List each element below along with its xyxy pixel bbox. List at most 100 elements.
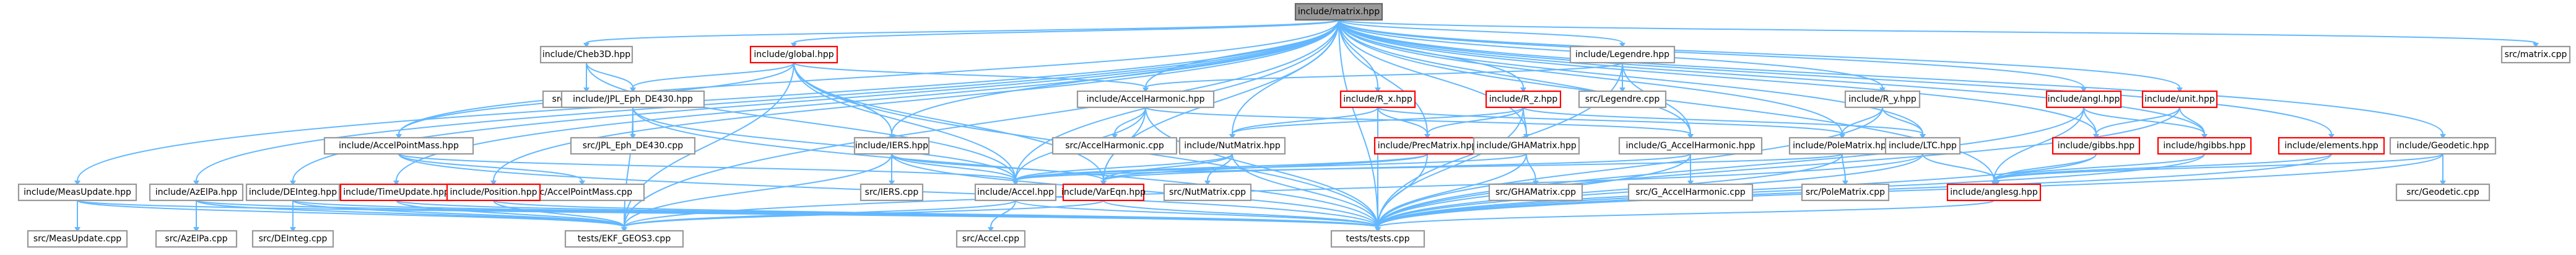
node-measupd-cpp[interactable]: src/MeasUpdate.cpp [27, 230, 128, 248]
node-accelharm-h[interactable]: include/AccelHarmonic.hpp [1076, 90, 1215, 109]
node-box [1801, 183, 1890, 202]
edge-arrowhead [1619, 87, 1625, 92]
node-label: include/IERS.hpp [855, 141, 928, 151]
edge-arrowhead [2440, 134, 2446, 139]
node-elements-h[interactable]: include/elements.hpp [2278, 136, 2385, 155]
edge-accelharm_h-to-accelharm_cpp [1114, 107, 1146, 135]
node-deinteg-cpp[interactable]: src/DEInteg.cpp [251, 230, 334, 248]
node-gaccel-h[interactable]: include/G_AccelHarmonic.hpp [1618, 136, 1763, 155]
node-accelpm-h[interactable]: include/AccelPointMass.hpp [323, 136, 474, 155]
edge-arrowhead [889, 134, 895, 139]
edge-geodetic_h-to-anglesg_h [1993, 153, 2443, 181]
edge-matrix_h-to-ltc_h [1338, 19, 1923, 135]
node-jpl-h[interactable]: include/JPL_Eph_DE430.hpp [560, 90, 705, 109]
edge-arrowhead [1523, 134, 1530, 139]
node-tests-cpp[interactable]: tests/tests.cpp [1330, 230, 1425, 248]
node-prec-h[interactable]: include/PrecMatrix.hpp [1373, 136, 1481, 155]
node-matrix-h[interactable]: include/matrix.hpp [1294, 2, 1383, 21]
node-legendre-h[interactable]: include/Legendre.hpp [1569, 45, 1676, 64]
edge-arrowhead [583, 43, 590, 48]
node-pole-h[interactable]: include/PoleMatrix.hpp [1788, 136, 1896, 155]
node-global-h[interactable]: include/global.hpp [749, 45, 838, 64]
node-label: src/G_AccelHarmonic.cpp [1635, 187, 1746, 197]
node-azelpa-cpp[interactable]: src/AzElPa.cpp [155, 230, 238, 248]
node-iers-h[interactable]: include/IERS.hpp [853, 136, 930, 155]
node-box [2141, 90, 2218, 109]
node-accel-cpp[interactable]: src/Accel.cpp [955, 230, 1026, 248]
node-nut-h[interactable]: include/NutMatrix.hpp [1178, 136, 1286, 155]
node-ry-h[interactable]: include/R_y.hpp [1844, 90, 1921, 109]
edge-arrowhead [630, 134, 636, 139]
node-gha-h[interactable]: include/GHAMatrix.hpp [1473, 136, 1580, 155]
node-geodetic-cpp[interactable]: src/Geodetic.cpp [2395, 183, 2491, 202]
edge-matrix_h-to-ekf_cpp [624, 19, 1339, 228]
node-box [1844, 90, 1921, 109]
node-accel-h[interactable]: include/Accel.hpp [974, 183, 1057, 202]
node-box [539, 45, 633, 64]
edge-arrowhead [630, 87, 636, 92]
node-box [1373, 136, 1481, 155]
node-ltc-h[interactable]: include/LTC.hpp [1884, 136, 1961, 155]
node-label: src/PoleMatrix.cpp [1806, 187, 1885, 197]
node-box [339, 183, 453, 202]
edge-iers_h-to-accel_h [891, 153, 1016, 181]
edge-arrowhead [1375, 87, 1381, 92]
node-anglesg-h[interactable]: include/anglesg.hpp [1946, 183, 2042, 202]
node-deinteg-h[interactable]: include/DEInteg.hpp [245, 183, 341, 202]
node-unit-h[interactable]: include/unit.hpp [2141, 90, 2218, 109]
node-iers-cpp[interactable]: src/IERS.cpp [859, 183, 924, 202]
node-pole-cpp[interactable]: src/PoleMatrix.cpp [1801, 183, 1890, 202]
node-label: include/unit.hpp [2144, 94, 2215, 104]
edge-nut_h-to-nut_cpp [1207, 153, 1233, 181]
node-legendre-cpp[interactable]: src/Legendre.cpp [1578, 90, 1667, 109]
edge-arrowhead [889, 181, 895, 186]
node-azelpa-h[interactable]: include/AzElPa.hpp [149, 183, 244, 202]
node-hgibbs-h[interactable]: include/hgibbs.hpp [2157, 136, 2252, 155]
node-rx-h[interactable]: include/R_x.hpp [1339, 90, 1416, 109]
node-box [1473, 136, 1580, 155]
node-vareqn-h[interactable]: include/VarEqn.hpp [1061, 183, 1146, 202]
node-timeupd-h[interactable]: include/TimeUpdate.hpp [339, 183, 453, 202]
node-label: include/Legendre.hpp [1575, 50, 1669, 60]
node-position-h[interactable]: include/Position.hpp [446, 183, 541, 202]
node-label: include/PoleMatrix.hpp [1793, 141, 1892, 151]
node-accelharm-cpp[interactable]: src/AccelHarmonic.cpp [1051, 136, 1178, 155]
node-box [1051, 136, 1178, 155]
node-gibbs-h[interactable]: include/gibbs.hpp [2052, 136, 2141, 155]
node-label: include/gibbs.hpp [2058, 141, 2134, 151]
node-matrix-cpp[interactable]: src/matrix.cpp [2500, 45, 2571, 64]
edge-matrix_h-to-cheb3d_h [586, 19, 1339, 43]
edge-arrowhead [2533, 43, 2539, 48]
node-label: include/angl.hpp [2048, 94, 2120, 104]
node-box [570, 136, 696, 155]
node-label: include/Cheb3D.hpp [542, 50, 630, 60]
node-box [2278, 136, 2385, 155]
node-ekf-cpp[interactable]: tests/EKF_GEOS3.cpp [564, 230, 684, 248]
edge-accelpm_h-to-accel_h [398, 153, 1016, 181]
node-label: include/hgibbs.hpp [2163, 141, 2245, 151]
node-gaccel-cpp[interactable]: src/G_AccelHarmonic.cpp [1627, 183, 1754, 202]
node-measupd-h[interactable]: include/MeasUpdate.hpp [17, 183, 137, 202]
node-gha-cpp[interactable]: src/GHAMatrix.cpp [1488, 183, 1583, 202]
node-label: include/JPL_Eph_DE430.hpp [573, 94, 693, 104]
edge-matrix_h-to-geodetic_h [1338, 19, 2443, 135]
edge-iers_h-to-ekf_cpp [624, 153, 892, 228]
node-box [1062, 183, 1145, 202]
edge-arrowhead [579, 181, 585, 186]
edge-rx_h-to-nut_h [1232, 107, 1378, 135]
edge-pole_h-to-tests_cpp [1377, 153, 1843, 228]
node-label: include/Geodetic.hpp [2396, 141, 2489, 151]
node-label: src/Geodetic.cpp [2406, 187, 2479, 197]
edge-arrowhead [583, 87, 590, 92]
node-geodetic-h[interactable]: include/Geodetic.hpp [2389, 136, 2497, 155]
node-label: src/Legendre.cpp [1585, 94, 1660, 104]
node-box [1788, 136, 1896, 155]
node-angl-h[interactable]: include/angl.hpp [2045, 90, 2122, 109]
node-rz-h[interactable]: include/R_z.hpp [1485, 90, 1562, 109]
node-jpl-cpp[interactable]: src/JPL_Eph_DE430.cpp [570, 136, 696, 155]
node-cheb3d-h[interactable]: include/Cheb3D.hpp [539, 45, 633, 64]
node-nut-cpp[interactable]: src/NutMatrix.cpp [1163, 183, 1252, 202]
node-accelpm-cpp[interactable]: src/AccelPointMass.cpp [519, 183, 645, 202]
edge-deinteg_h-to-ekf_cpp [292, 200, 625, 228]
edge-arrowhead [1991, 181, 1997, 186]
